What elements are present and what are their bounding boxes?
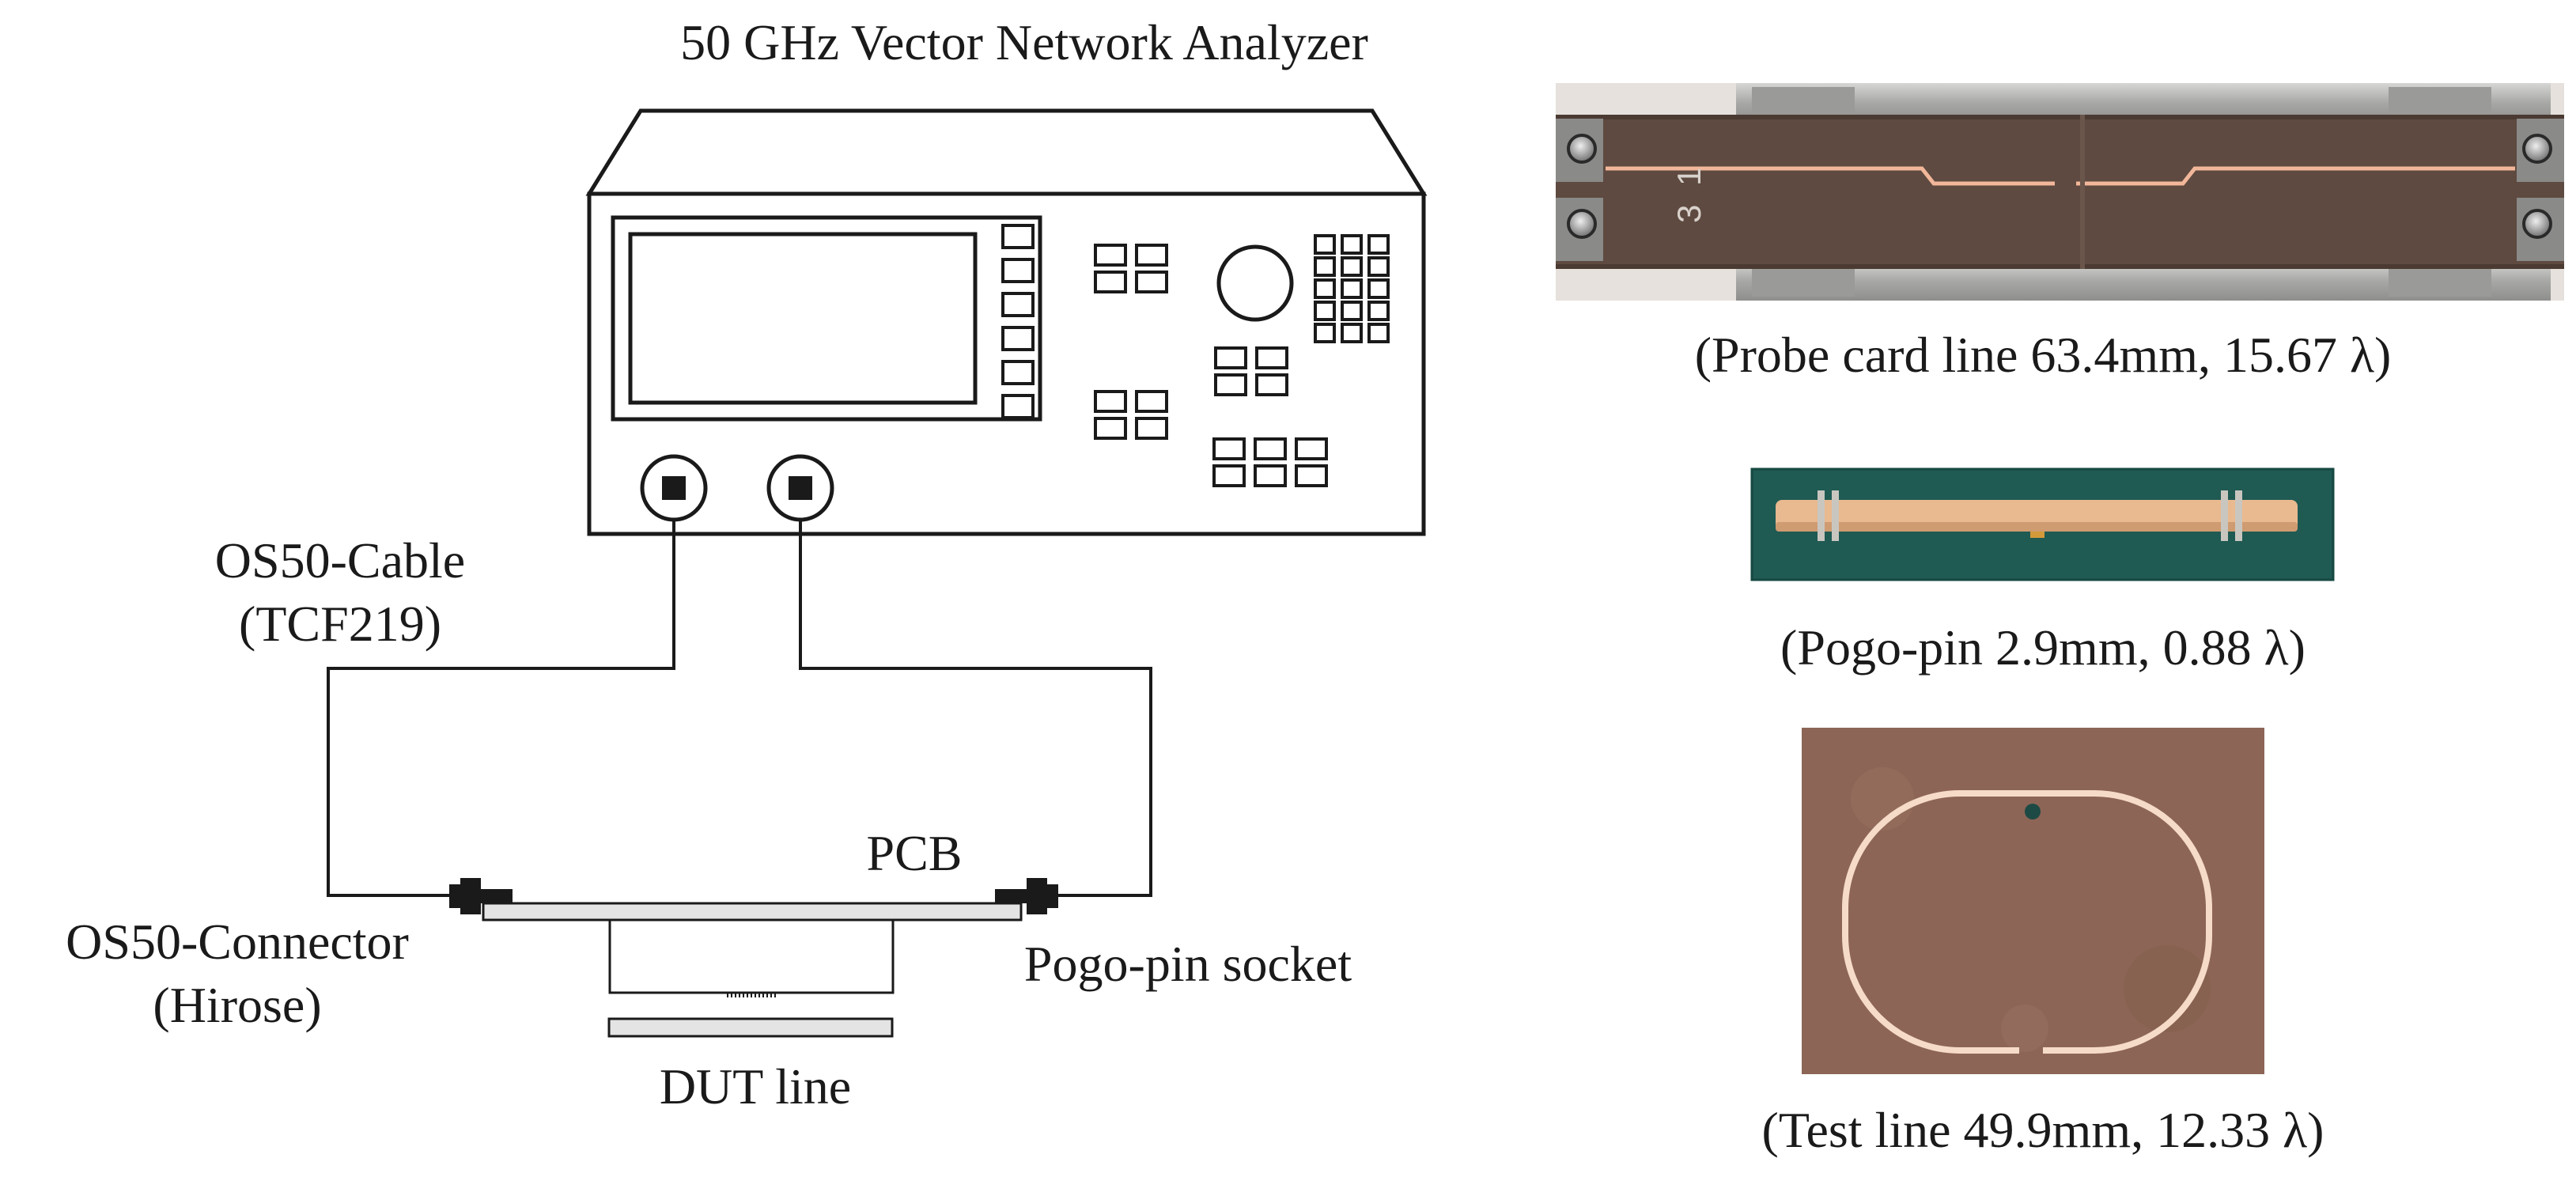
cable-port-1: [327, 520, 675, 897]
test-line-caption: (Test line 49.9mm, 12.33 λ): [1762, 1102, 2324, 1158]
key-group-center: [1214, 346, 1288, 396]
pogo-pin-photo: [1750, 467, 2335, 581]
analyzer-front-panel: [587, 191, 1426, 536]
connector-label: OS50-Connector: [66, 914, 409, 970]
key-group-lower-left: [1094, 390, 1168, 440]
probe-trace-left: [1606, 166, 2055, 186]
pcb: [482, 902, 1023, 922]
pogo-pin-caption: (Pogo-pin 2.9mm, 0.88 λ): [1780, 619, 2306, 676]
port-2-center: [789, 476, 812, 500]
cable-port-2: [799, 520, 1152, 897]
dut-label: DUT line: [660, 1058, 851, 1115]
probe-trace-right: [2076, 166, 2515, 186]
probe-card-marking: 3 1: [1670, 163, 1708, 223]
analyzer-top-face: [585, 108, 1428, 196]
probe-card-caption: (Probe card line 63.4mm, 15.67 λ): [1695, 327, 2392, 383]
test-line-trace: [1842, 790, 2212, 1054]
connector-right: [995, 878, 1058, 914]
pogo-pin-socket: [608, 918, 895, 994]
analyzer-knob: [1216, 244, 1294, 322]
connector-maker-label: (Hirose): [153, 977, 321, 1033]
analyzer-display: [628, 232, 978, 405]
port-1-center: [662, 476, 686, 500]
key-group-bottom-right: [1212, 437, 1328, 487]
cable-model-label: (TCF219): [239, 596, 441, 652]
test-line-photo: [1802, 728, 2264, 1074]
socket-label: Pogo-pin socket: [1024, 936, 1352, 992]
vector-network-analyzer: [585, 108, 1428, 536]
cable-label: OS50-Cable: [215, 532, 465, 588]
socket-pins: [727, 993, 776, 997]
analyzer-screen-bezel: [611, 215, 1042, 422]
pcb-label: PCB: [867, 825, 963, 881]
analyzer-title: 50 GHz Vector Network Analyzer: [680, 14, 1368, 70]
probe-card-photo: 3 1: [1556, 83, 2564, 301]
keypad-grid: [1314, 234, 1390, 343]
via-dot: [2025, 804, 2041, 819]
probe-card-board: [1556, 115, 2564, 269]
key-group-upper-left: [1094, 244, 1168, 293]
dut-line: [607, 1017, 894, 1038]
softkey-column: [1001, 224, 1035, 419]
cables: [327, 520, 1152, 897]
connector-left: [449, 878, 513, 914]
